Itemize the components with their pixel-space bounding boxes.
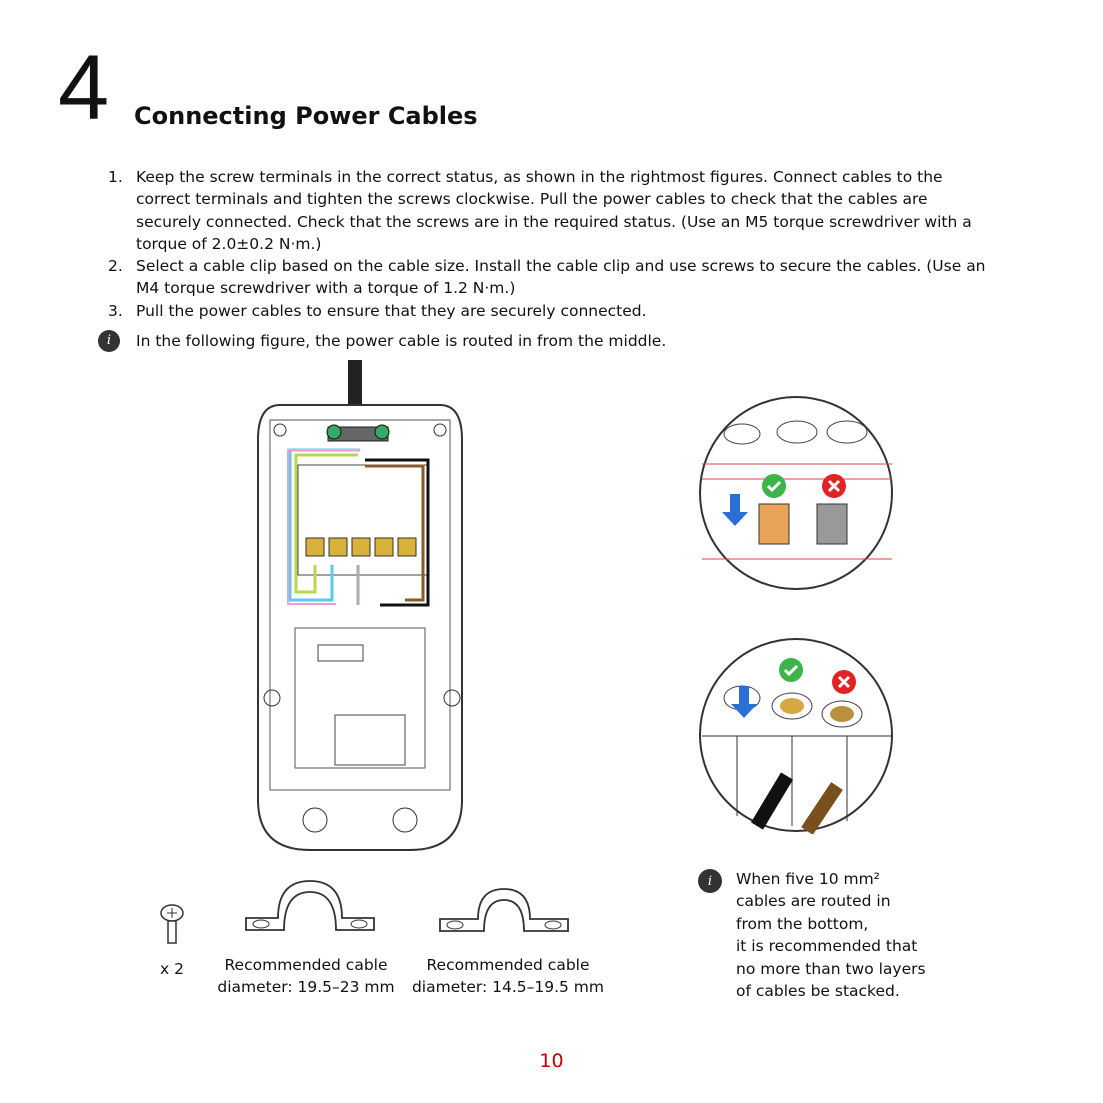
note-line: it is recommended that xyxy=(736,937,918,956)
wiring-box-illustration xyxy=(257,360,463,851)
cable-clip-large-icon xyxy=(245,880,375,931)
caption-line: diameter: 19.5–23 mm xyxy=(217,978,395,996)
step-item: 2. Select a cable clip based on the cable… xyxy=(108,255,988,300)
note-line: of cables be stacked. xyxy=(736,982,900,1001)
clip-caption-large: Recommended cable diameter: 19.5–23 mm xyxy=(210,954,402,998)
step-text: Pull the power cables to ensure that the… xyxy=(136,301,647,320)
step-number: 3. xyxy=(108,301,123,320)
terminal-detail-illustration-top xyxy=(699,396,893,590)
note-line: cables are routed in xyxy=(736,892,891,911)
caption-line: Recommended cable xyxy=(224,956,388,974)
step-item: 3. Pull the power cables to ensure that t… xyxy=(108,300,988,322)
step-text: Keep the screw terminals in the correct … xyxy=(136,168,972,253)
caption-line: diameter: 14.5–19.5 mm xyxy=(411,978,605,996)
info-icon: i xyxy=(98,330,120,353)
chapter-number: 4 xyxy=(58,37,110,139)
note-line: from the bottom, xyxy=(736,914,869,933)
terminal-detail-illustration-bottom xyxy=(699,638,893,834)
step-item: 1. Keep the screw terminals in the correc… xyxy=(108,166,988,255)
clip-caption-small: Recommended cable diameter: 14.5–19.5 mm xyxy=(408,954,608,998)
step-text: Select a cable clip based on the cable s… xyxy=(136,257,986,298)
screw-icon xyxy=(160,904,184,944)
screw-quantity: x 2 xyxy=(160,960,184,978)
step-number: 1. xyxy=(108,168,123,186)
page-number: 10 xyxy=(539,1050,564,1072)
cable-clip-small-icon xyxy=(439,888,569,932)
note-line: no more than two layers xyxy=(736,959,926,978)
step-number: 2. xyxy=(108,257,123,276)
info-icon: i xyxy=(698,869,722,893)
note-text: In the following figure, the power cable… xyxy=(136,332,667,351)
caption-line: Recommended cable xyxy=(426,956,590,974)
arrow-down-icon xyxy=(731,686,757,718)
note-top: i In the following figure, the power cab… xyxy=(98,330,988,353)
arrow-down-icon xyxy=(722,494,748,526)
step-list: 1. Keep the screw terminals in the correc… xyxy=(98,166,988,353)
note-line: When five 10 mm² xyxy=(736,870,880,888)
note-bottom: i When five 10 mm² cables are routed in … xyxy=(698,868,926,1002)
chapter-title: Connecting Power Cables xyxy=(134,102,478,130)
